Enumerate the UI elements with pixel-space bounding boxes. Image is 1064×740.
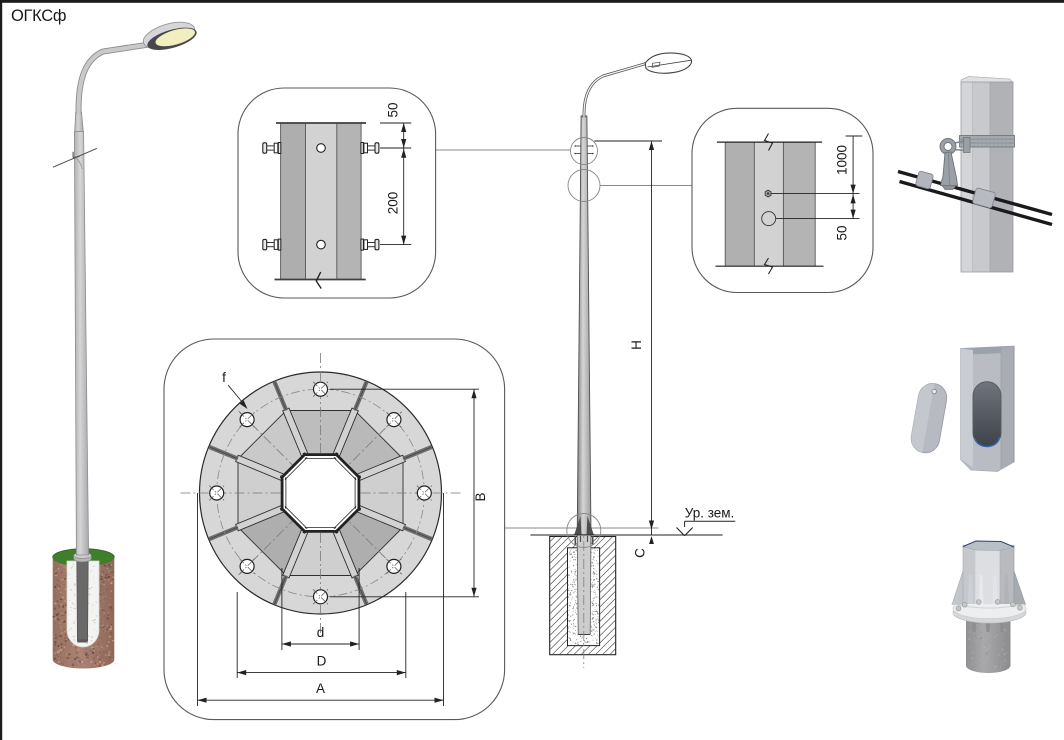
- svg-text:A: A: [316, 681, 325, 696]
- svg-text:D: D: [317, 654, 327, 669]
- svg-text:f: f: [222, 370, 226, 385]
- svg-text:50: 50: [835, 225, 850, 240]
- svg-text:Ур. зем.: Ур. зем.: [685, 506, 735, 521]
- svg-text:B: B: [473, 492, 488, 501]
- svg-text:200: 200: [386, 192, 401, 215]
- svg-text:d: d: [317, 625, 325, 640]
- svg-text:H: H: [629, 340, 644, 350]
- svg-text:ОГКСф: ОГКСф: [11, 7, 66, 25]
- svg-text:C: C: [633, 548, 648, 558]
- svg-text:50: 50: [386, 102, 401, 117]
- svg-text:1000: 1000: [835, 145, 850, 175]
